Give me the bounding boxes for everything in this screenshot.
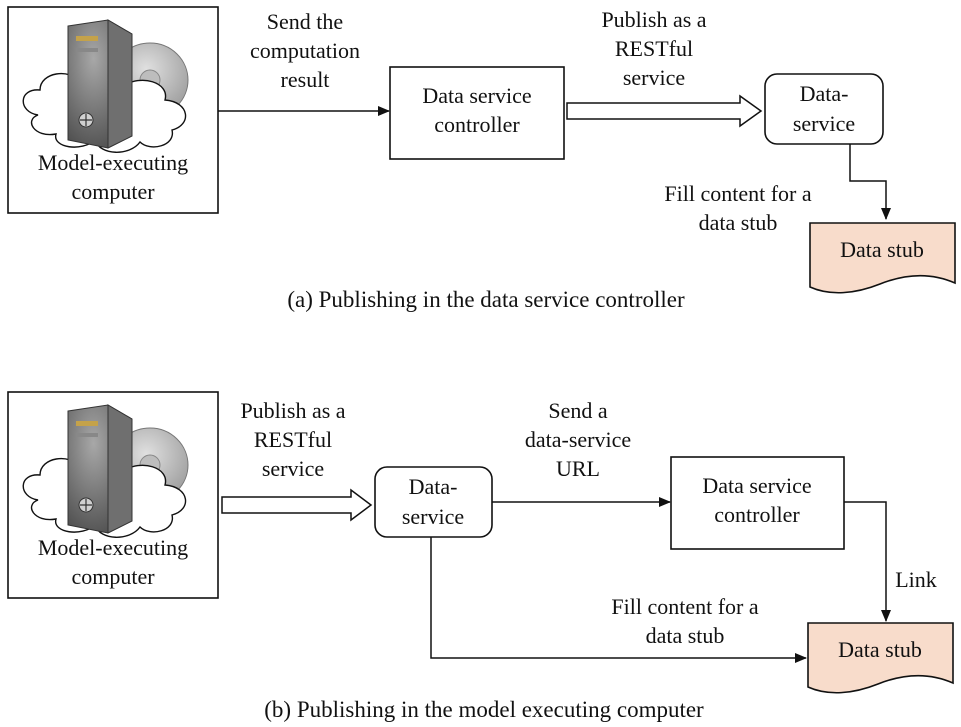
controller-label-line1: Data service (422, 83, 531, 108)
link-label: Link (895, 567, 937, 592)
send-url-label-line2: data-service (525, 427, 631, 452)
fill-label-line2: data stub (699, 210, 778, 235)
controller-label-line1: Data service (702, 473, 811, 498)
data-service-controller-box-a: Data service controller (389, 66, 565, 160)
data-stub-a: Data stub (809, 222, 956, 294)
computer-label-line2: computer (71, 564, 155, 589)
data-service-label-line2: service (402, 504, 464, 529)
fill-label-line1: Fill content for a (611, 594, 758, 619)
publish-label-line1: Publish as a (240, 398, 345, 423)
computer-label-line1: Model-executing (38, 535, 188, 560)
data-service-label-line1: Data- (409, 474, 458, 499)
fill-content-arrow-a (849, 144, 891, 220)
publish-hollow-arrow (566, 94, 763, 128)
publish-label-line3: service (623, 65, 685, 90)
data-service-box-b: Data- service (374, 466, 493, 538)
computer-label-line1: Model-executing (38, 150, 188, 175)
fill-label-line1: Fill content for a (664, 181, 811, 206)
send-url-label-line1: Send a (548, 398, 608, 423)
caption-a: (a) Publishing in the data service contr… (287, 287, 685, 312)
publish-label-line3: service (262, 456, 324, 481)
data-service-controller-box-b: Data service controller (670, 456, 845, 550)
send-result-label-line3: result (281, 67, 330, 92)
publish-label-line2: RESTful (254, 427, 332, 452)
data-service-box-a: Data- service (764, 73, 884, 145)
panel-b: Model-executing computer Publish as a RE… (7, 391, 954, 722)
data-stub-label-b: Data stub (838, 637, 922, 662)
model-executing-computer-box-a: Model-executing computer (7, 6, 219, 214)
computer-label-line2: computer (71, 179, 155, 204)
fill-content-arrow-b (430, 537, 807, 663)
publish-hollow-arrow (221, 488, 373, 522)
data-stub-b: Data stub (807, 622, 954, 694)
send-result-label-line1: Send the (267, 9, 343, 34)
send-url-label-line3: URL (556, 456, 600, 481)
send-result-label-line2: computation (250, 38, 360, 63)
data-service-label-line1: Data- (800, 81, 849, 106)
computer-cloud-icon (22, 404, 189, 538)
caption-b: (b) Publishing in the model executing co… (264, 697, 704, 722)
publish-label-line1: Publish as a (601, 7, 706, 32)
publish-label-line2: RESTful (615, 36, 693, 61)
controller-label-line2: controller (434, 112, 520, 137)
link-arrow (844, 501, 891, 622)
data-stub-label-a: Data stub (840, 237, 924, 262)
computer-cloud-icon (22, 19, 189, 153)
controller-label-line2: controller (714, 502, 800, 527)
fill-label-line2: data stub (646, 623, 725, 648)
data-service-label-line2: service (793, 111, 855, 136)
panel-a: Model-executing computer Send the comput… (7, 6, 956, 312)
model-executing-computer-box-b: Model-executing computer (7, 391, 219, 599)
